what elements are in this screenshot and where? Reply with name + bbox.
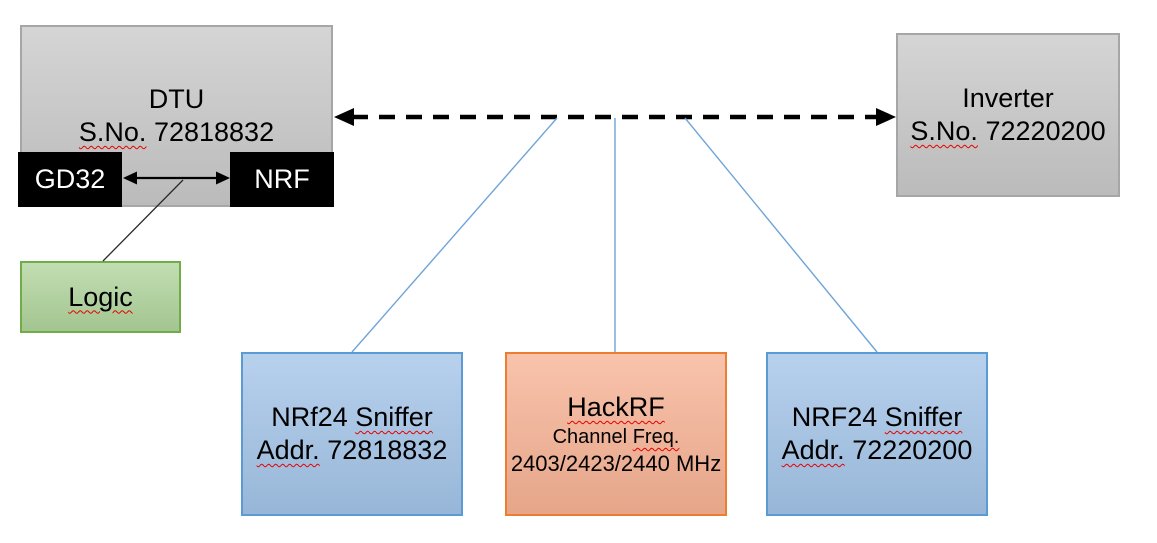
sniffer-right-address: 72220200 (852, 435, 973, 465)
inverter-box: Inverter S.No. 72220200 (896, 33, 1120, 197)
logic-box: Logic (20, 261, 181, 333)
nrf-chip-box: NRF (230, 152, 334, 207)
arrowhead-left-icon (334, 108, 354, 126)
nrf24-sniffer-left-box: NRf24 Sniffer Addr. 72818832 (241, 352, 463, 516)
hackrf-title: HackRF (567, 392, 665, 422)
sniffer-left-address: 72818832 (327, 435, 448, 465)
inverter-serial-number: 72220200 (985, 116, 1106, 146)
sniffer-right-address-line: Addr. 72220200 (782, 434, 973, 467)
inverter-title: Inverter (962, 82, 1054, 115)
dtu-serial-number: 72818832 (153, 117, 275, 147)
sniffer-left-model: NRf24 (271, 402, 348, 432)
logic-label: Logic (68, 281, 133, 312)
callout-line-sniffer-right (684, 117, 878, 353)
sniffer-right-model: NRF24 (791, 402, 878, 432)
hackrf-title-line: HackRF (567, 391, 665, 424)
hackrf-channel-word: Channel (552, 426, 628, 448)
hackrf-frequencies: 2403/2423/2440 MHz (510, 451, 722, 476)
dtu-inverter-dashed-arrow (334, 108, 896, 126)
sniffer-left-addr-label: Addr. (256, 435, 320, 465)
sniffer-left-title-line: NRf24 Sniffer (271, 401, 433, 434)
hackrf-frequencies-line: 2403/2423/2440 MHz (511, 450, 721, 477)
dtu-box: DTU S.No. 72818832 (20, 25, 333, 207)
hackrf-subtitle-line: Channel Freq. (553, 424, 680, 450)
inverter-serial-line: S.No. 72220200 (910, 115, 1105, 148)
hackrf-box: HackRF Channel Freq. 2403/2423/2440 MHz (505, 352, 727, 516)
sniffer-right-addr-label: Addr. (781, 435, 845, 465)
dtu-sno-label: S.No. (78, 117, 147, 147)
dtu-serial-line: S.No. 72818832 (79, 116, 274, 149)
sniffer-left-address-line: Addr. 72818832 (257, 434, 448, 467)
gd32-chip-label: GD32 (34, 164, 106, 194)
sniffer-right-title-line: NRF24 Sniffer (792, 401, 963, 434)
callout-line-sniffer-left (351, 117, 558, 353)
sniffer-left-role: Sniffer (355, 402, 433, 432)
nrf-chip-label: NRF (254, 164, 310, 194)
nrf24-sniffer-right-box: NRF24 Sniffer Addr. 72220200 (766, 352, 988, 516)
inverter-title-text: Inverter (962, 83, 1054, 113)
dtu-title-text: DTU (148, 84, 205, 114)
sniffer-right-role: Sniffer (884, 402, 963, 432)
dtu-title: DTU (149, 83, 205, 116)
arrowhead-right-icon (876, 108, 896, 126)
gd32-chip-box: GD32 (18, 152, 122, 207)
inverter-sno-label: S.No. (910, 116, 978, 146)
hackrf-freq-word: Freq. (632, 426, 680, 448)
